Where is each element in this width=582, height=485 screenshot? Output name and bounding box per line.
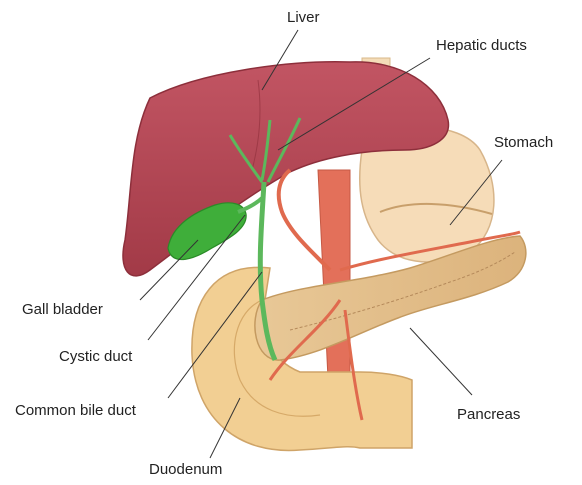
pancreas-label: Pancreas xyxy=(457,407,520,422)
duodenum-label: Duodenum xyxy=(149,462,222,477)
common-bile-duct-label: Common bile duct xyxy=(15,403,136,418)
pancreas-leader xyxy=(410,328,472,395)
hepatic-ducts-label: Hepatic ducts xyxy=(436,38,527,53)
gall-bladder-label: Gall bladder xyxy=(22,302,103,317)
pancreas xyxy=(255,236,526,360)
stomach-label: Stomach xyxy=(494,135,553,150)
liver-label: Liver xyxy=(287,10,320,25)
cystic-duct-label: Cystic duct xyxy=(59,349,132,364)
